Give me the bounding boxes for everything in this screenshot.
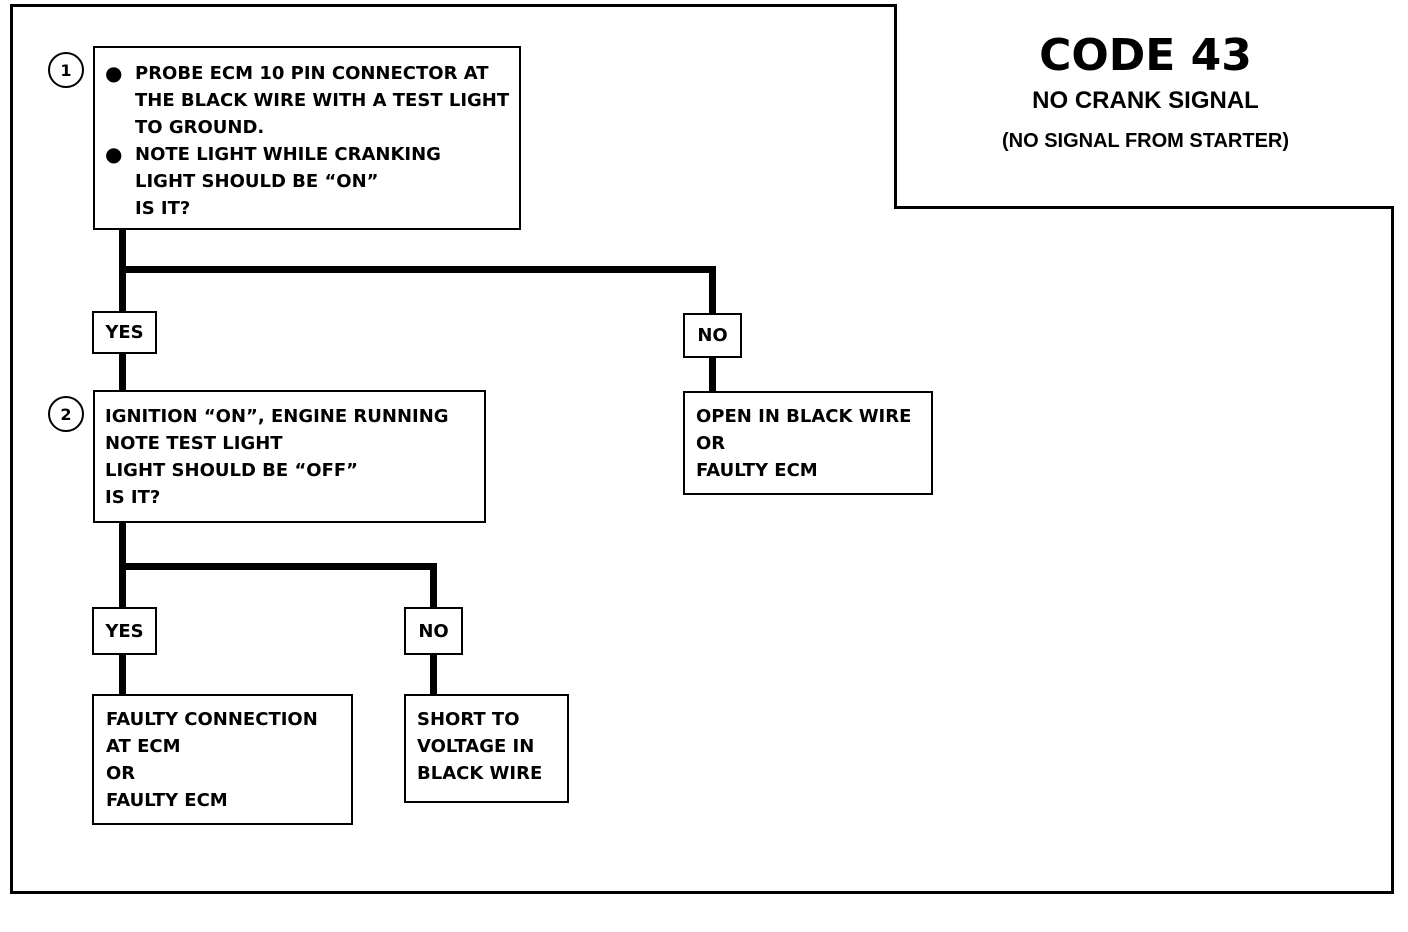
step-1-text-line: PROBE ECM 10 PIN CONNECTOR AT [135, 63, 489, 84]
step-1-box: ● PROBE ECM 10 PIN CONNECTOR AT THE BLAC… [93, 46, 521, 230]
result-open-black-wire: OPEN IN BLACK WIRE OR FAULTY ECM [683, 391, 933, 495]
connector-step1-horizontal [119, 266, 716, 273]
result-text-line: FAULTY ECM [106, 790, 228, 811]
result-text-line: VOLTAGE IN [417, 736, 535, 757]
result-text-line: FAULTY CONNECTION [106, 709, 318, 730]
diagram-title: NO CRANK SIGNAL [1032, 87, 1259, 114]
step-2-marker: 2 [48, 396, 84, 432]
step-1-text-line: THE BLACK WIRE WITH A TEST LIGHT [135, 90, 510, 111]
step-1-text-line: IS IT? [135, 198, 191, 219]
result-text-line: SHORT TO [417, 709, 520, 730]
result-text-line: FAULTY ECM [696, 460, 818, 481]
step-2-text-line: NOTE TEST LIGHT [105, 433, 283, 454]
connector-step2-yes-to-result [119, 653, 126, 696]
step-1-text-line: TO GROUND. [135, 117, 265, 138]
connector-step2-horizontal [119, 563, 437, 570]
step-1-marker: 1 [48, 52, 84, 88]
connector-step1-no-down [709, 266, 716, 314]
step-1-bullet-1: ● PROBE ECM 10 PIN CONNECTOR AT THE BLAC… [105, 60, 509, 141]
bullet-dot: ● [105, 142, 123, 166]
step-2-text-line: LIGHT SHOULD BE “OFF” [105, 460, 359, 481]
code-title: CODE 43 [1039, 30, 1252, 81]
result-text-line: AT ECM [106, 736, 181, 757]
bullet-dot: ● [105, 61, 123, 85]
connector-step2-no-down [430, 563, 437, 608]
step-1-no-label: NO [683, 313, 742, 358]
result-text-line: OPEN IN BLACK WIRE [696, 406, 912, 427]
result-text-line: OR [696, 433, 726, 454]
result-short-to-voltage: SHORT TO VOLTAGE IN BLACK WIRE [404, 694, 569, 803]
connector-step1-yes-to-step2 [119, 352, 126, 392]
result-faulty-connection: FAULTY CONNECTION AT ECM OR FAULTY ECM [92, 694, 353, 825]
title-block: CODE 43 NO CRANK SIGNAL (NO SIGNAL FROM … [894, 4, 1394, 209]
result-text-line: OR [106, 763, 136, 784]
connector-step2-no-to-result [430, 653, 437, 696]
step-2-text-line: IS IT? [105, 487, 161, 508]
step-1-text-line: LIGHT SHOULD BE “ON” [135, 171, 379, 192]
diagram-frame [10, 4, 1394, 894]
step-1-text-line: NOTE LIGHT WHILE CRANKING [135, 144, 441, 165]
step-2-text-line: IGNITION “ON”, ENGINE RUNNING [105, 406, 449, 427]
result-text-line: BLACK WIRE [417, 763, 543, 784]
connector-no-to-result [709, 356, 716, 392]
step-2-yes-label: YES [92, 607, 157, 655]
step-1-bullet-2: ● NOTE LIGHT WHILE CRANKING LIGHT SHOULD… [105, 141, 509, 222]
step-1-yes-label: YES [92, 311, 157, 354]
diagram-subtitle: (NO SIGNAL FROM STARTER) [1001, 130, 1290, 152]
step-2-box: IGNITION “ON”, ENGINE RUNNING NOTE TEST … [93, 390, 486, 523]
step-2-no-label: NO [404, 607, 463, 655]
